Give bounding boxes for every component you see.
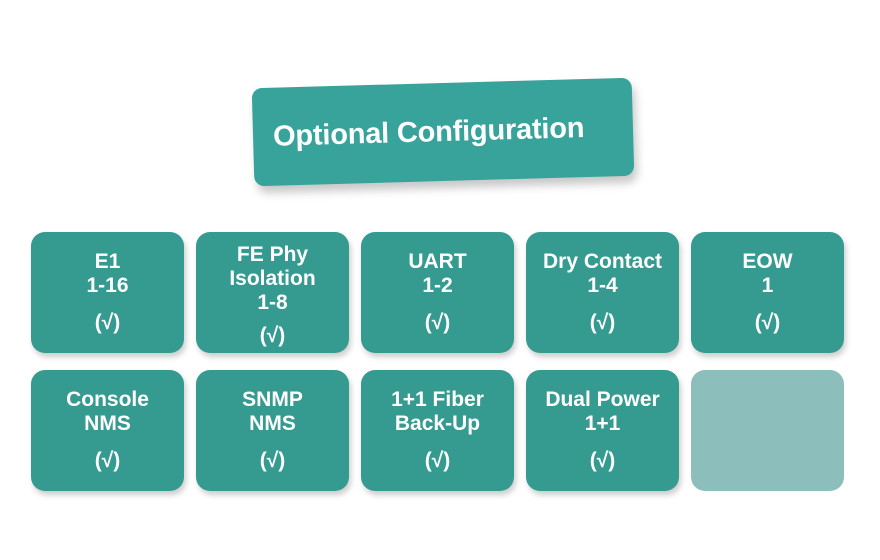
feature-card-line: UART (408, 250, 467, 274)
availability-check-mark: (√) (259, 324, 286, 348)
feature-card-line: 1-16 (86, 273, 129, 297)
feature-card-line: SNMP (242, 388, 303, 412)
feature-card-line: Back-Up (394, 411, 481, 435)
availability-check-mark: (√) (259, 449, 286, 473)
feature-card-line: 1+1 Fiber (391, 388, 484, 412)
feature-card-line: E1 (94, 250, 121, 274)
availability-check-mark: (√) (94, 449, 121, 473)
feature-card-line: Isolation (229, 266, 316, 290)
feature-card-line: NMS (84, 411, 131, 435)
availability-check-mark: (√) (424, 311, 451, 335)
banner-title: Optional Configuration (272, 111, 585, 153)
feature-card-line: EOW (742, 250, 793, 274)
availability-check-mark: (√) (94, 311, 121, 335)
feature-card-line: Console (66, 388, 149, 412)
availability-check-mark: (√) (589, 449, 616, 473)
feature-card-line: 1-8 (257, 290, 288, 314)
feature-card-line: 1-2 (422, 273, 453, 297)
availability-check-mark: (√) (754, 311, 781, 335)
feature-card-line: 1-4 (587, 273, 618, 297)
availability-check-mark: (√) (589, 311, 616, 335)
optional-configuration-banner: Optional Configuration (251, 77, 635, 187)
availability-check-mark: (√) (424, 449, 451, 473)
feature-card-empty (691, 370, 844, 491)
feature-card-line: 1 (761, 273, 774, 297)
feature-card-line: 1+1 (584, 411, 621, 435)
feature-card-line: NMS (249, 411, 296, 435)
feature-card-line: Dry Contact (542, 250, 663, 274)
feature-card-line: Dual Power (545, 388, 660, 412)
feature-card-line: FE Phy (236, 243, 309, 267)
